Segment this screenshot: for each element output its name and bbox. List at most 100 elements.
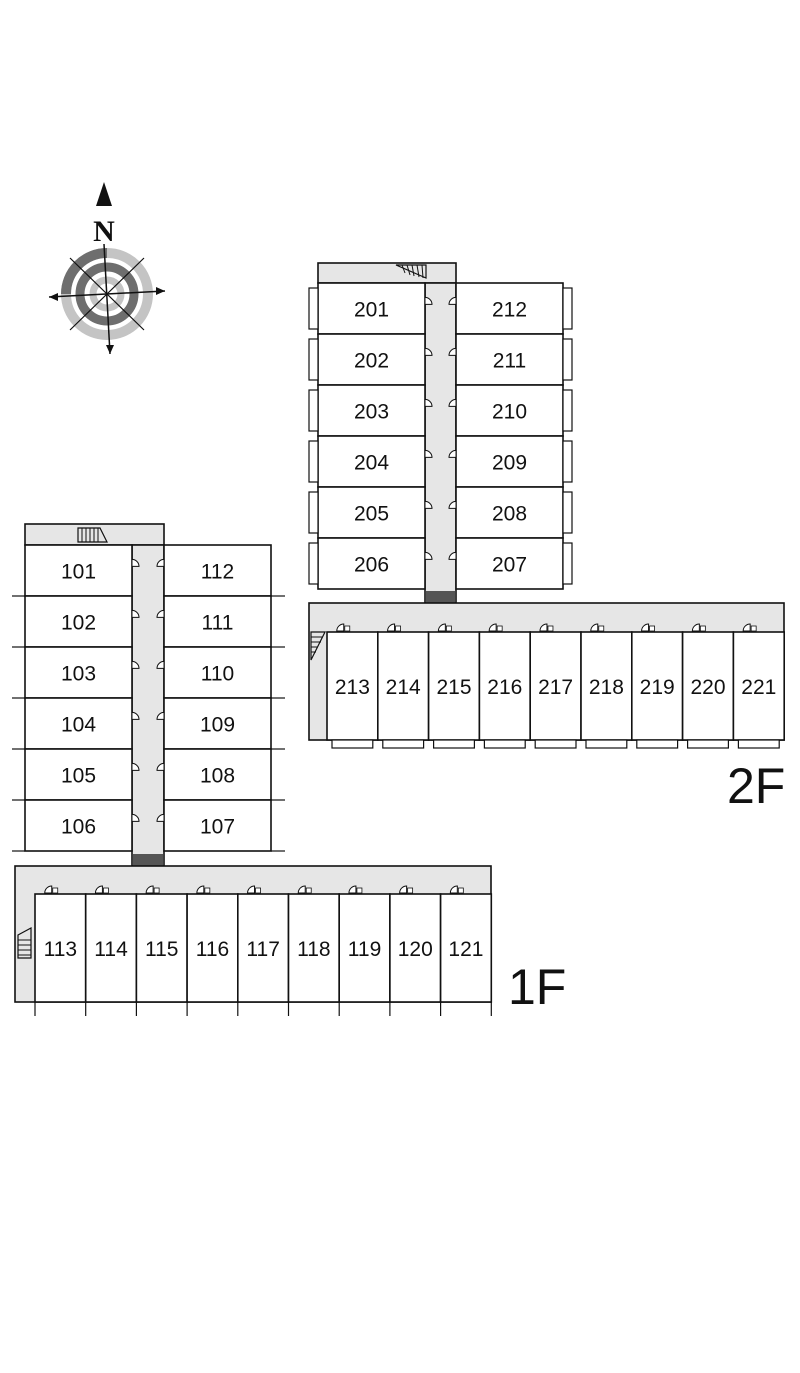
unit-215[interactable]: 215: [427, 623, 481, 749]
unit-number: 115: [145, 938, 178, 961]
unit-121[interactable]: 121: [439, 885, 493, 1016]
unit-room: [34, 893, 87, 1003]
door-icon: [348, 885, 363, 894]
unit-room: [24, 646, 133, 699]
door-icon: [156, 558, 165, 567]
balcony: [308, 542, 319, 585]
unit-210[interactable]: 210: [448, 384, 573, 437]
unit-207[interactable]: 207: [448, 537, 573, 590]
unit-217[interactable]: 217: [529, 623, 582, 749]
unit-216[interactable]: 216: [478, 623, 531, 749]
stair-landing-2f: [426, 591, 455, 603]
unit-114[interactable]: 114: [84, 885, 138, 1016]
door-icon: [156, 813, 165, 822]
door-icon: [448, 551, 457, 560]
unit-number: 203: [354, 401, 389, 424]
balcony: [308, 491, 319, 534]
unit-number: 207: [492, 554, 527, 577]
door-icon: [156, 660, 165, 669]
unit-220[interactable]: 220: [681, 623, 735, 749]
north-arrow-icon: N: [93, 182, 115, 248]
unit-room: [455, 486, 564, 539]
door-icon: [131, 711, 140, 720]
compass-rose-icon: [48, 243, 166, 355]
door-icon: [539, 623, 554, 632]
unit-101[interactable]: 101: [12, 544, 140, 597]
unit-204[interactable]: 204: [308, 435, 433, 488]
unit-number: 117: [246, 938, 279, 961]
unit-203[interactable]: 203: [308, 384, 433, 437]
unit-room: [163, 697, 272, 750]
unit-117[interactable]: 117: [237, 885, 290, 1016]
unit-room: [317, 282, 426, 335]
staircase-icon: [310, 631, 326, 661]
door-icon: [590, 623, 605, 632]
unit-209[interactable]: 209: [448, 435, 573, 488]
unit-221[interactable]: 221: [732, 623, 786, 749]
unit-107[interactable]: 107: [156, 799, 285, 852]
door-icon: [336, 623, 351, 632]
unit-102[interactable]: 102: [12, 595, 140, 648]
unit-104[interactable]: 104: [12, 697, 140, 750]
unit-201[interactable]: 201: [308, 282, 433, 335]
unit-103[interactable]: 103: [12, 646, 140, 699]
unit-room: [455, 333, 564, 386]
unit-room: [681, 631, 735, 741]
balcony: [562, 389, 573, 432]
balcony: [737, 739, 780, 749]
unit-115[interactable]: 115: [135, 885, 188, 1016]
balcony: [331, 739, 374, 749]
unit-202[interactable]: 202: [308, 333, 433, 386]
door-icon: [448, 296, 457, 305]
door-icon: [424, 296, 433, 305]
door-icon: [156, 609, 165, 618]
door-icon: [641, 623, 655, 632]
unit-number: 206: [354, 554, 389, 577]
unit-208[interactable]: 208: [448, 486, 573, 539]
unit-110[interactable]: 110: [156, 646, 285, 699]
unit-105[interactable]: 105: [12, 748, 140, 801]
unit-108[interactable]: 108: [156, 748, 285, 801]
unit-113[interactable]: 113: [34, 885, 87, 1016]
unit-number: 217: [538, 676, 573, 699]
unit-211[interactable]: 211: [448, 333, 573, 386]
unit-room: [317, 435, 426, 488]
unit-206[interactable]: 206: [308, 537, 433, 590]
unit-118[interactable]: 118: [287, 885, 341, 1016]
unit-109[interactable]: 109: [156, 697, 285, 750]
unit-number: 103: [61, 663, 96, 686]
door-icon: [424, 398, 433, 407]
balcony: [308, 338, 319, 381]
unit-room: [84, 893, 138, 1003]
stair-landing-1f: [133, 854, 163, 866]
unit-room: [580, 631, 633, 741]
unit-219[interactable]: 219: [630, 623, 684, 749]
unit-room: [163, 544, 272, 597]
unit-106[interactable]: 106: [12, 799, 140, 852]
unit-number: 105: [61, 765, 96, 788]
unit-212[interactable]: 212: [448, 282, 573, 335]
unit-112[interactable]: 112: [156, 544, 285, 597]
compass: N: [48, 182, 166, 355]
unit-120[interactable]: 120: [389, 885, 442, 1016]
unit-number: 210: [492, 401, 527, 424]
door-icon: [449, 885, 464, 894]
unit-room: [317, 333, 426, 386]
unit-214[interactable]: 214: [376, 623, 430, 749]
balcony: [562, 440, 573, 483]
unit-116[interactable]: 116: [186, 885, 239, 1016]
door-icon: [44, 885, 59, 894]
unit-room: [24, 748, 133, 801]
unit-213[interactable]: 213: [326, 623, 379, 749]
unit-119[interactable]: 119: [338, 885, 391, 1016]
door-icon: [448, 347, 457, 356]
unit-205[interactable]: 205: [308, 486, 433, 539]
unit-number: 104: [61, 714, 96, 737]
unit-218[interactable]: 218: [580, 623, 633, 749]
unit-room: [163, 748, 272, 801]
balcony: [686, 739, 729, 749]
unit-number: 107: [200, 816, 235, 839]
unit-room: [478, 631, 531, 741]
unit-111[interactable]: 111: [156, 595, 285, 648]
